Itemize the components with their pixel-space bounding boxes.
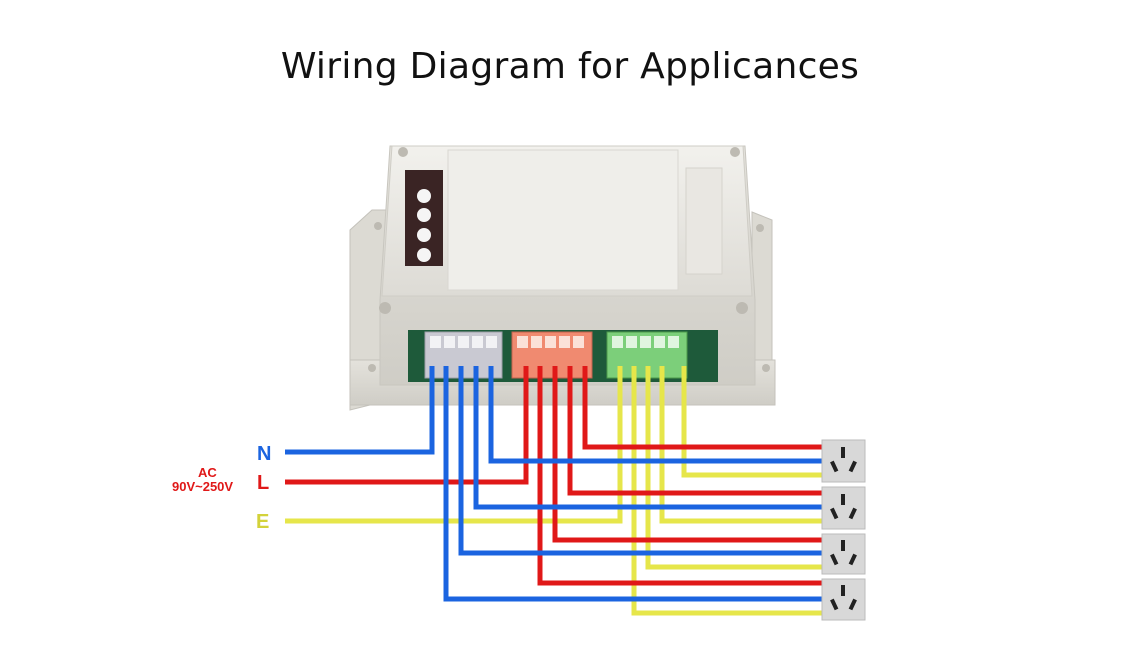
- earth-label: E: [256, 511, 269, 533]
- button-indicators: [417, 189, 431, 262]
- wires: [285, 366, 828, 616]
- outlets: [821, 439, 866, 621]
- voltage-label: 90V~250V: [172, 479, 233, 494]
- earth-wires: [285, 366, 828, 616]
- live-terminal-block: [511, 331, 593, 379]
- neutral-wires: [285, 366, 828, 602]
- outlet-3: [821, 533, 866, 575]
- relay-module: [349, 145, 776, 411]
- diagram-title: Wiring Diagram for Applicances: [280, 46, 860, 87]
- outlet-4: [821, 578, 866, 621]
- ac-label: AC: [198, 465, 217, 480]
- neutral-label: N: [257, 443, 271, 465]
- outlet-1: [821, 439, 866, 483]
- live-wires: [285, 366, 828, 586]
- live-label: L: [257, 472, 269, 494]
- outlet-2: [821, 486, 866, 530]
